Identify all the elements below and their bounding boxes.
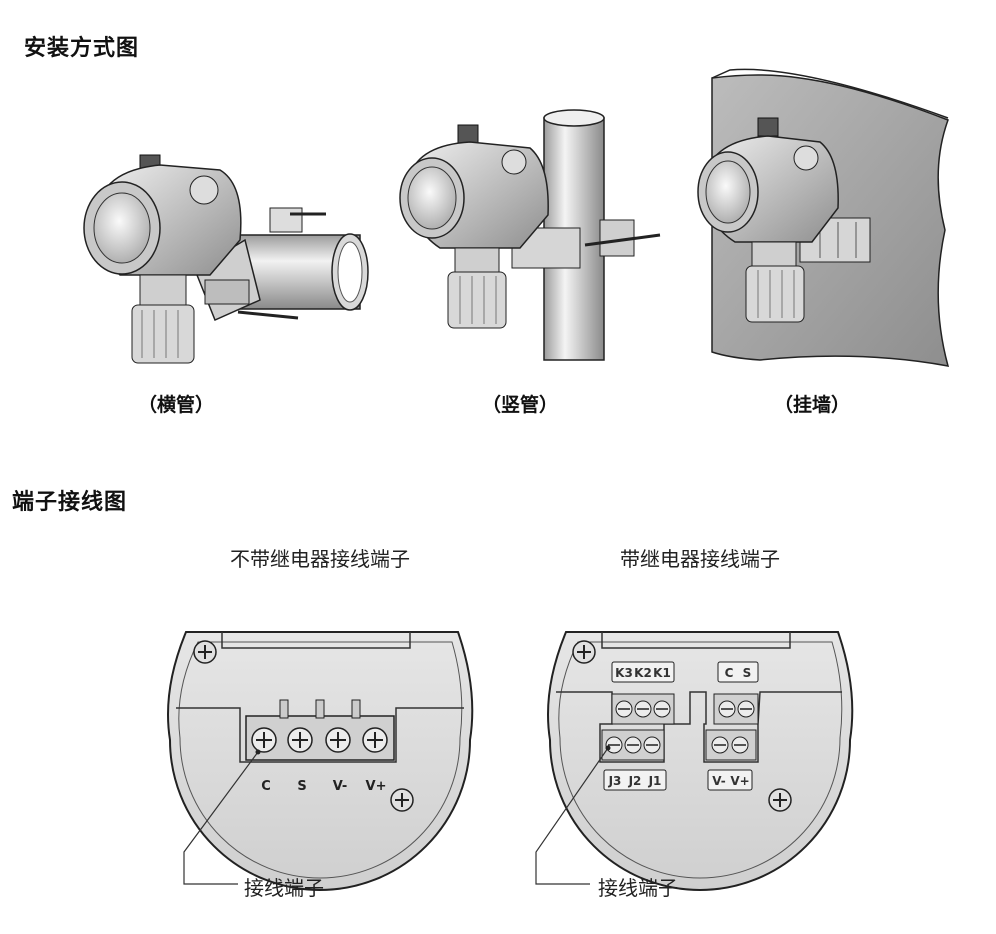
terminal-label-s: S [297, 779, 306, 794]
gas-detector-1 [83, 154, 242, 364]
signal-label-c: C [725, 666, 734, 680]
gas-detector-3 [697, 117, 839, 323]
caption-wall-mount: （挂墙） [773, 394, 850, 416]
j-label-j1: J1 [648, 774, 662, 788]
terminal-label-v-plus: V+ [366, 779, 387, 794]
subtitle-with-relay: 带继电器接线端子 [620, 547, 780, 571]
signal-label-s: S [743, 666, 752, 680]
callout-line-right [535, 747, 609, 885]
terminal-label-c: C [261, 779, 271, 794]
callout-terminal-left: 接线端子 [244, 876, 324, 900]
terminal-label-v-minus: V- [333, 779, 348, 794]
vertical-pipe-mount [511, 109, 661, 361]
power-label-v-minus: V- [712, 774, 725, 788]
power-label-v-plus: V+ [730, 774, 749, 788]
terminal-board-with-relay [547, 631, 854, 891]
installation-illustrations [83, 68, 950, 367]
left-screws [251, 727, 388, 753]
terminal-board-no-relay [167, 631, 474, 891]
horizontal-pipe-mount [194, 207, 369, 322]
wiring-section-title: 端子接线图 [12, 489, 128, 515]
relay-label-k2: K2 [634, 666, 652, 680]
gas-detector-2 [399, 124, 549, 329]
relay-label-k3: K3 [615, 666, 633, 680]
callout-terminal-right: 接线端子 [598, 876, 678, 900]
caption-horizontal-pipe: （横管） [137, 394, 214, 416]
relay-label-k1: K1 [653, 666, 671, 680]
caption-vertical-pipe: （竖管） [481, 394, 558, 416]
callout-line-left [183, 751, 259, 885]
j-label-j2: J2 [628, 774, 642, 788]
subtitle-no-relay: 不带继电器接线端子 [230, 547, 410, 571]
install-section-title: 安装方式图 [24, 35, 140, 61]
j-label-j3: J3 [608, 774, 622, 788]
